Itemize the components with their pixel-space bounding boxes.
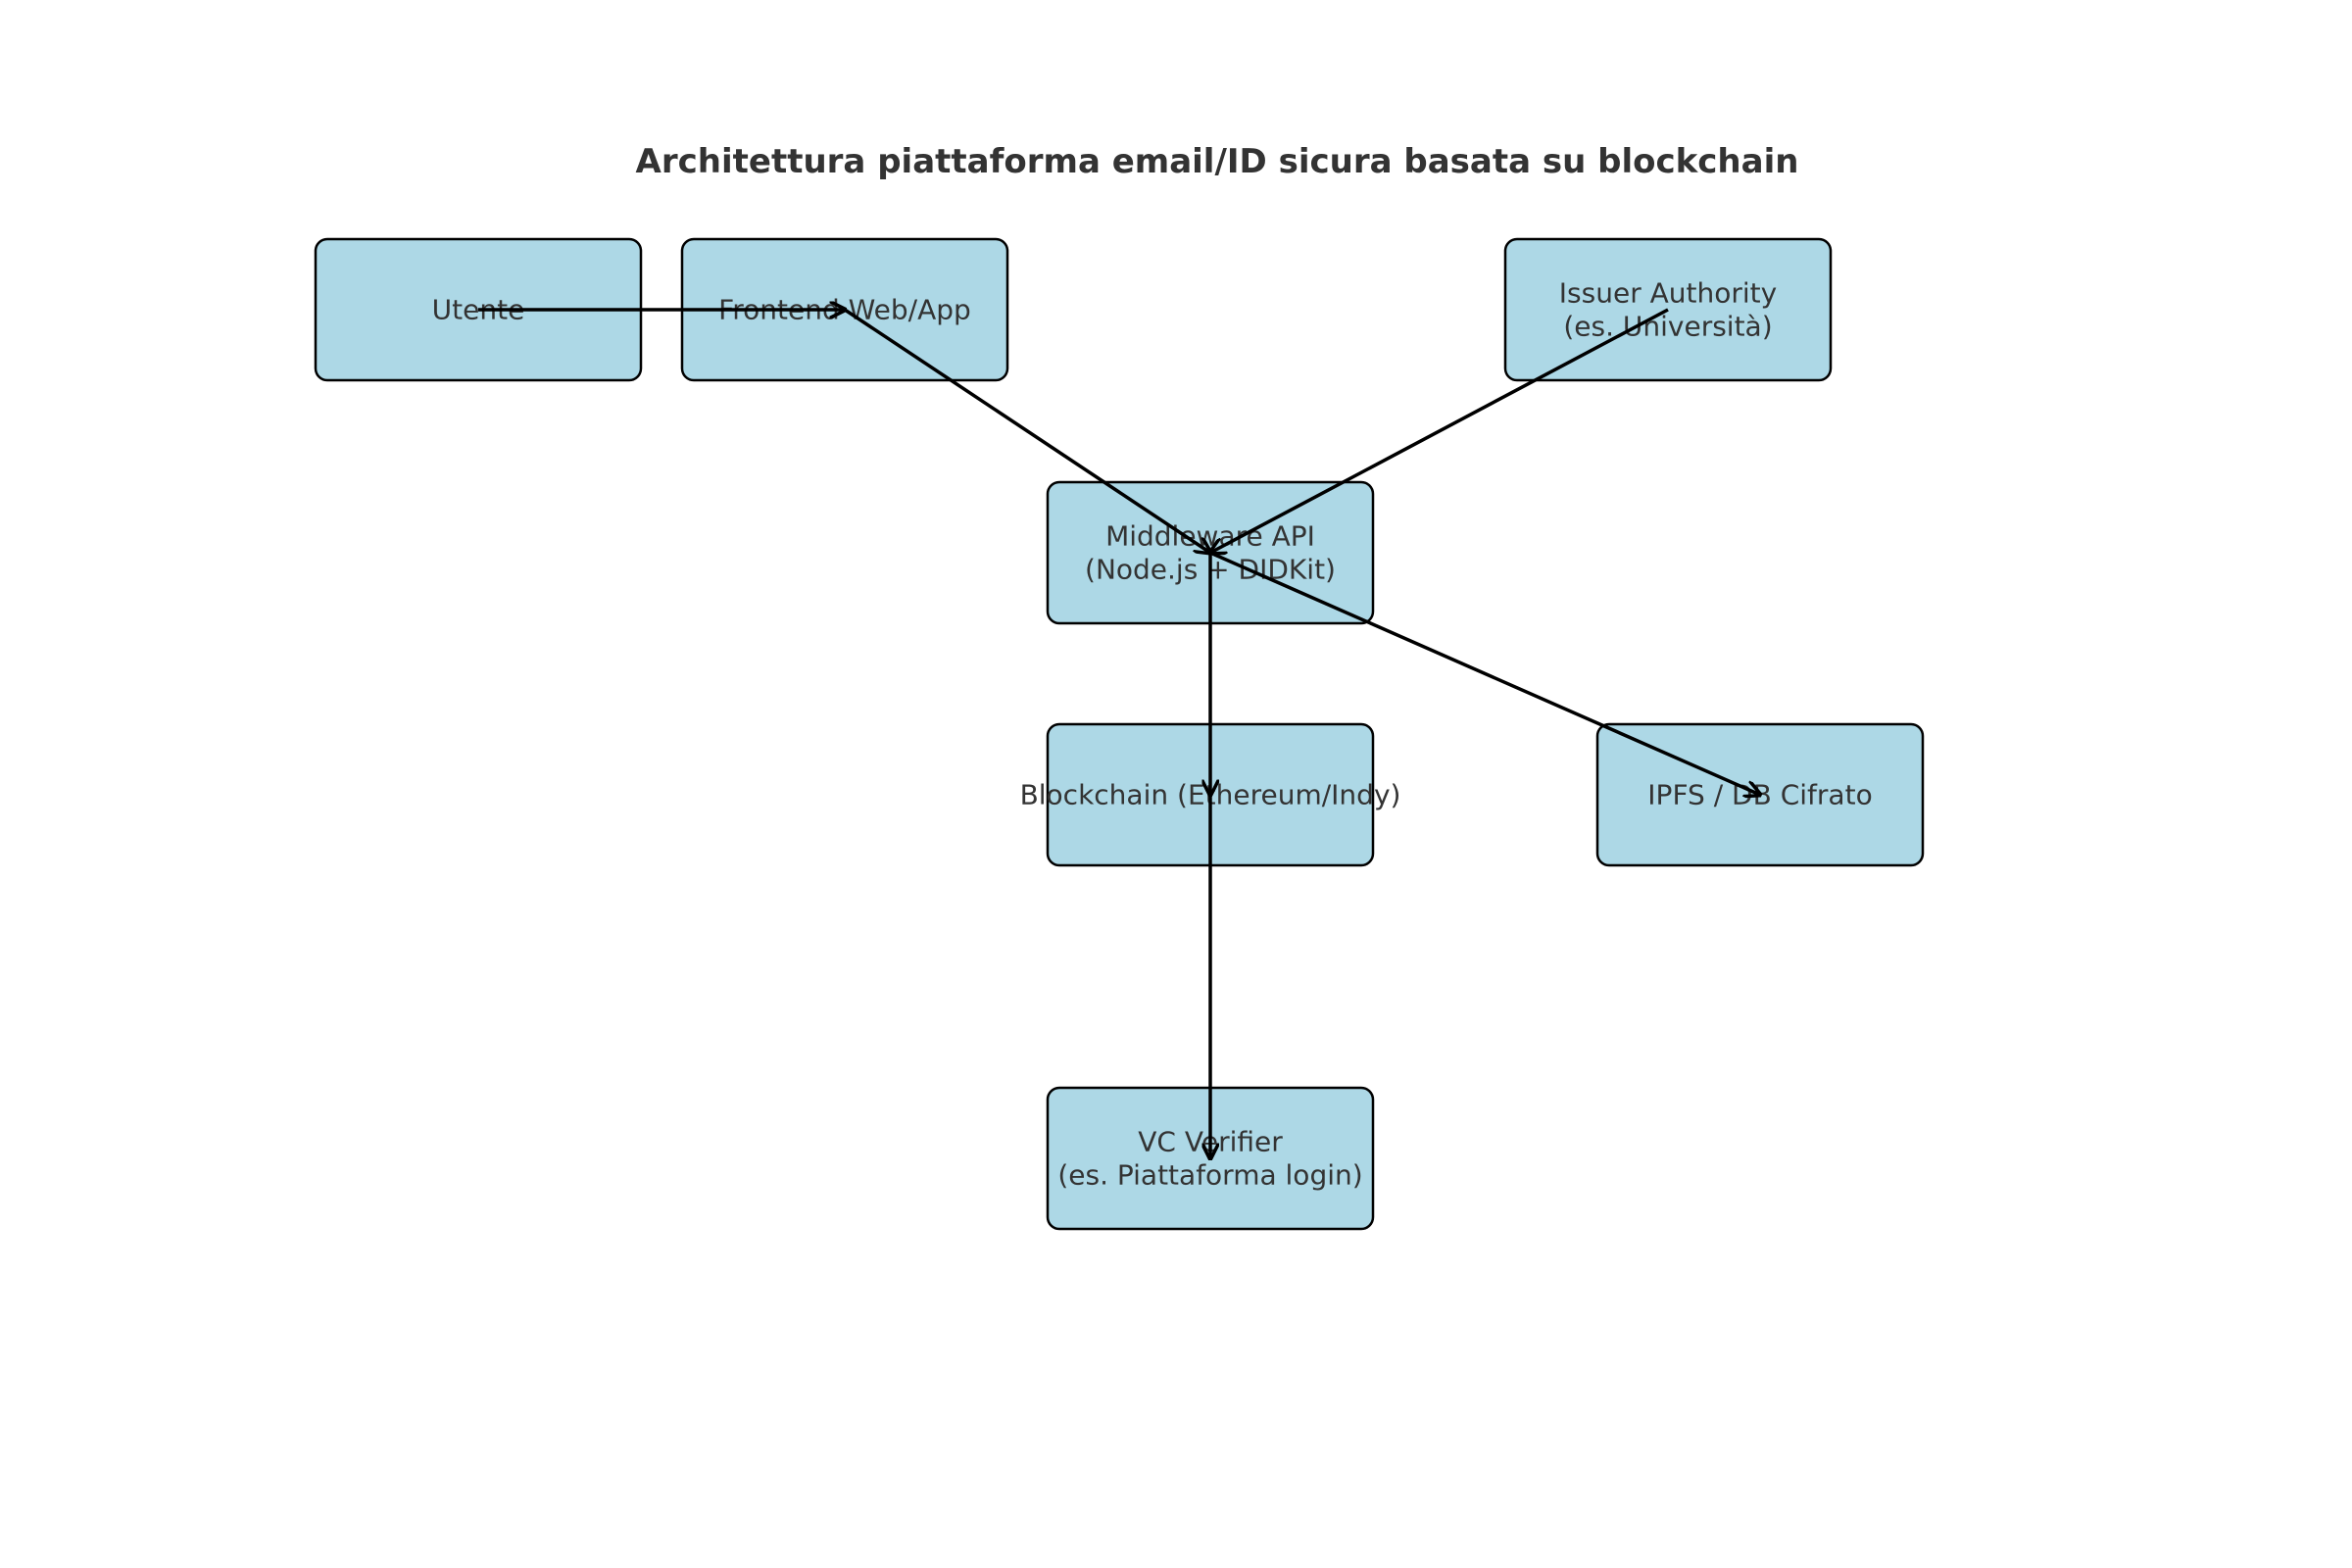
diagram-title: Architettura piattaforma email/ID sicura… [636,142,1799,181]
node-label-issuer-line-1: Issuer Authority [1559,277,1777,310]
node-label-issuer-line-2: (es. Università) [1563,311,1772,343]
edge-middleware-to-ipfs [1209,551,1760,795]
node-label-verifier-line-2: (es. Piattaforma login) [1057,1159,1362,1192]
edge-issuer-to-middleware [1210,308,1669,553]
edges-layer [478,310,1760,1158]
node-label-middleware-line-1: Middleware API [1105,520,1315,553]
edge-frontend-to-middleware [844,308,1210,553]
